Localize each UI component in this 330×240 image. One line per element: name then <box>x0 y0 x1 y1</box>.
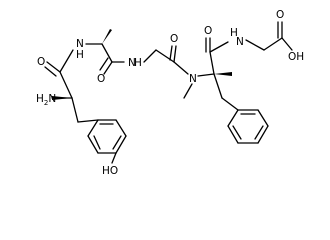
atom-h-gly2: H <box>230 27 238 39</box>
bond-nme-ca <box>197 73 215 77</box>
structure-canvas: H2N O N H O N H O N O H N O OH HO <box>36 9 305 177</box>
atom-o-acid: O <box>276 9 284 21</box>
bond-phe-ring-6 <box>227 109 239 127</box>
bond-ala-c-o <box>103 61 113 75</box>
bond-tyr-ca-cb <box>71 97 79 123</box>
bond-tyr-ring-6 <box>87 119 99 137</box>
bond-gly1-c-n <box>173 61 189 75</box>
bond-tyr-ring-5 <box>87 135 99 154</box>
bond-phe-ring-d3 <box>232 125 242 140</box>
wedge-ala <box>102 29 112 44</box>
bond-tyr-ring-d3 <box>93 135 101 150</box>
bond-phe-ring-d2 <box>254 125 264 140</box>
bond-tyr-ca-c <box>59 71 73 99</box>
atom-o-gly1: O <box>170 33 178 45</box>
bond-acid-c-oh <box>281 37 293 51</box>
bond-tyr-ring-2 <box>115 119 127 137</box>
bond-nme-methyl <box>183 83 193 99</box>
bond-ala-c-o-double <box>99 57 109 71</box>
atom-h-ala: H <box>76 49 84 61</box>
bond-phe-ring-5 <box>227 125 239 144</box>
atom-n-gly1: N <box>128 57 136 69</box>
peptide-structure: H2N O N H O N H O N O H N O OH HO <box>36 9 304 177</box>
atom-h2n: H2N <box>36 93 56 107</box>
stereo-wedges <box>52 29 232 100</box>
atom-o-tyr: O <box>37 56 45 68</box>
bond-tyr-ring-3 <box>115 135 127 154</box>
bond-tyr-c-nh <box>59 49 74 73</box>
atom-o-ala: O <box>97 73 105 85</box>
bond-phe-cb-ring <box>221 97 239 111</box>
bond-phe-c-nh <box>209 41 229 53</box>
wedge-tyr <box>52 96 72 100</box>
bond-tyr-c-o <box>46 61 61 73</box>
bond-phe-ca-cb <box>213 73 223 99</box>
bond-phe-ca-c <box>209 51 215 75</box>
bond-gly2-ca-c <box>263 37 283 51</box>
atom-o-phe: O <box>204 25 212 37</box>
atom-labels: H2N O N H O N H O N O H N O OH HO <box>36 9 304 177</box>
bond-phe-ring-2 <box>257 109 269 127</box>
bonds <box>44 21 293 164</box>
bond-ala-ca-c <box>101 43 113 63</box>
atom-ho-phenol: HO <box>102 165 118 177</box>
bond-gly1-ca-c <box>155 49 175 63</box>
atom-n-ala: N <box>76 38 84 50</box>
atom-n-gly2: N <box>236 36 244 48</box>
atom-oh-acid: OH <box>288 51 304 63</box>
bond-tyr-cb-ring <box>77 119 99 123</box>
bond-tyr-c-o-double <box>44 66 57 77</box>
bond-gly1-n-ca <box>143 49 157 63</box>
bond-gly1-c-o <box>173 45 177 63</box>
atom-n-methyl: N <box>189 73 197 85</box>
bond-tyr-ring-oh <box>111 152 117 164</box>
wedge-phe <box>214 72 232 76</box>
bond-tyr-ring-d2 <box>112 135 122 150</box>
bond-gly1-c-o-double <box>169 45 173 61</box>
bond-phe-ring-3 <box>257 125 269 144</box>
atom-h-gly1: H <box>134 57 142 69</box>
bond-gly2-n-ca <box>245 39 265 51</box>
